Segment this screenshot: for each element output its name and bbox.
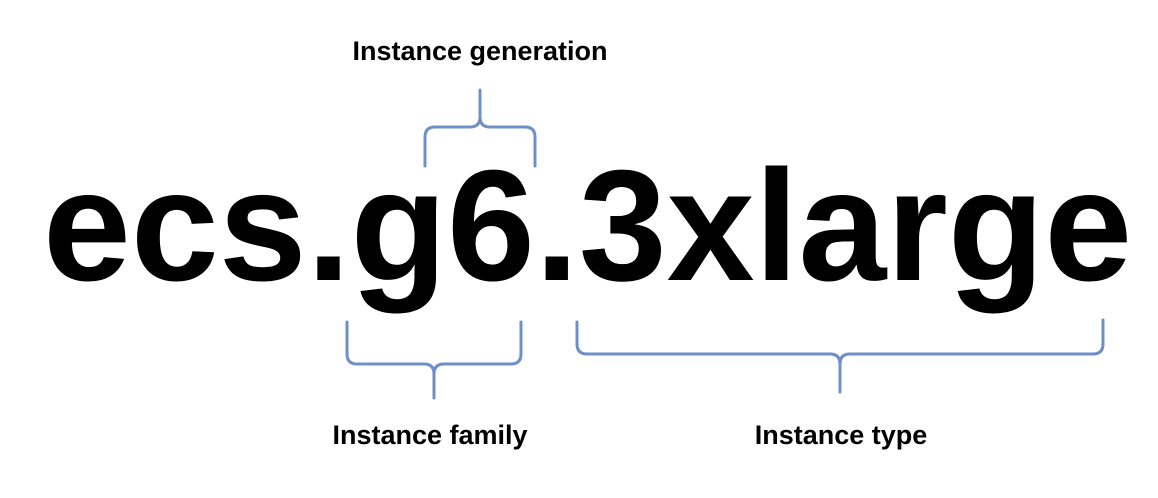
brace-instance-family <box>345 320 523 400</box>
label-instance-type: Instance type <box>755 420 928 450</box>
label-instance-family: Instance family <box>332 420 527 450</box>
segment-generation: 6 <box>447 138 535 314</box>
label-instance-generation: Instance generation <box>352 36 607 66</box>
instance-name-text: ecs.g6.3xlarge <box>43 138 1132 314</box>
brace-instance-generation <box>423 88 537 168</box>
segment-dot: . <box>535 138 579 314</box>
segment-type: 3xlarge <box>579 138 1132 314</box>
brace-instance-type <box>575 318 1105 394</box>
segment-family: g <box>351 138 448 314</box>
segment-prefix: ecs. <box>43 138 351 314</box>
